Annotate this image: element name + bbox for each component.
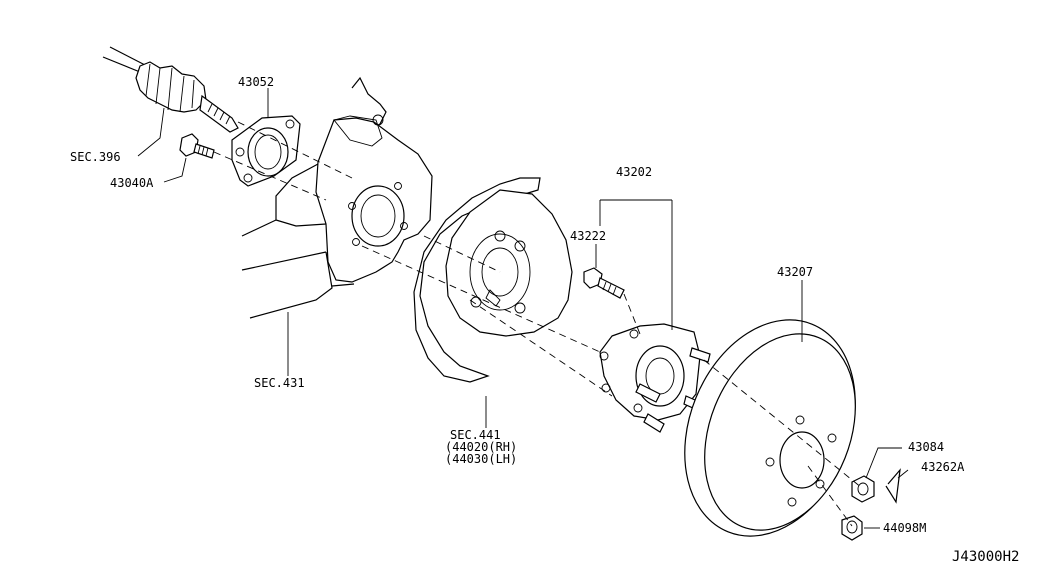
cap-44098m <box>841 515 863 541</box>
nut-43084 <box>851 475 875 503</box>
assembly-centerlines <box>213 121 863 527</box>
label-43262a: 43262A <box>921 460 965 474</box>
label-sec441: SEC.441 <box>450 428 501 442</box>
label-43202: 43202 <box>616 165 652 179</box>
diagram-id: J43000H2 <box>952 549 1019 565</box>
leader-lines <box>137 88 909 529</box>
label-44098m: 44098M <box>883 521 926 535</box>
plate-43052 <box>231 115 301 187</box>
backing-plate-sec441 <box>413 177 573 383</box>
label-43040a: 43040A <box>110 176 154 190</box>
label-44030-lh: (44030(LH) <box>445 452 517 466</box>
drive-shaft <box>102 46 239 133</box>
brake-rotor-43207 <box>684 319 856 537</box>
label-sec396: SEC.396 <box>70 150 121 164</box>
knuckle-sec431 <box>241 76 433 319</box>
label-sec431: SEC.431 <box>254 376 305 390</box>
label-43222: 43222 <box>570 229 606 243</box>
bolt-43040a <box>179 133 215 159</box>
label-43207: 43207 <box>777 265 813 279</box>
label-43084: 43084 <box>908 440 944 454</box>
cotter-pin-43262a <box>885 468 901 504</box>
hub-assembly-43202 <box>599 323 711 433</box>
label-43052: 43052 <box>238 75 274 89</box>
hub-bolt-43222 <box>583 267 625 299</box>
label-44020-rh: (44020(RH) <box>445 440 517 454</box>
